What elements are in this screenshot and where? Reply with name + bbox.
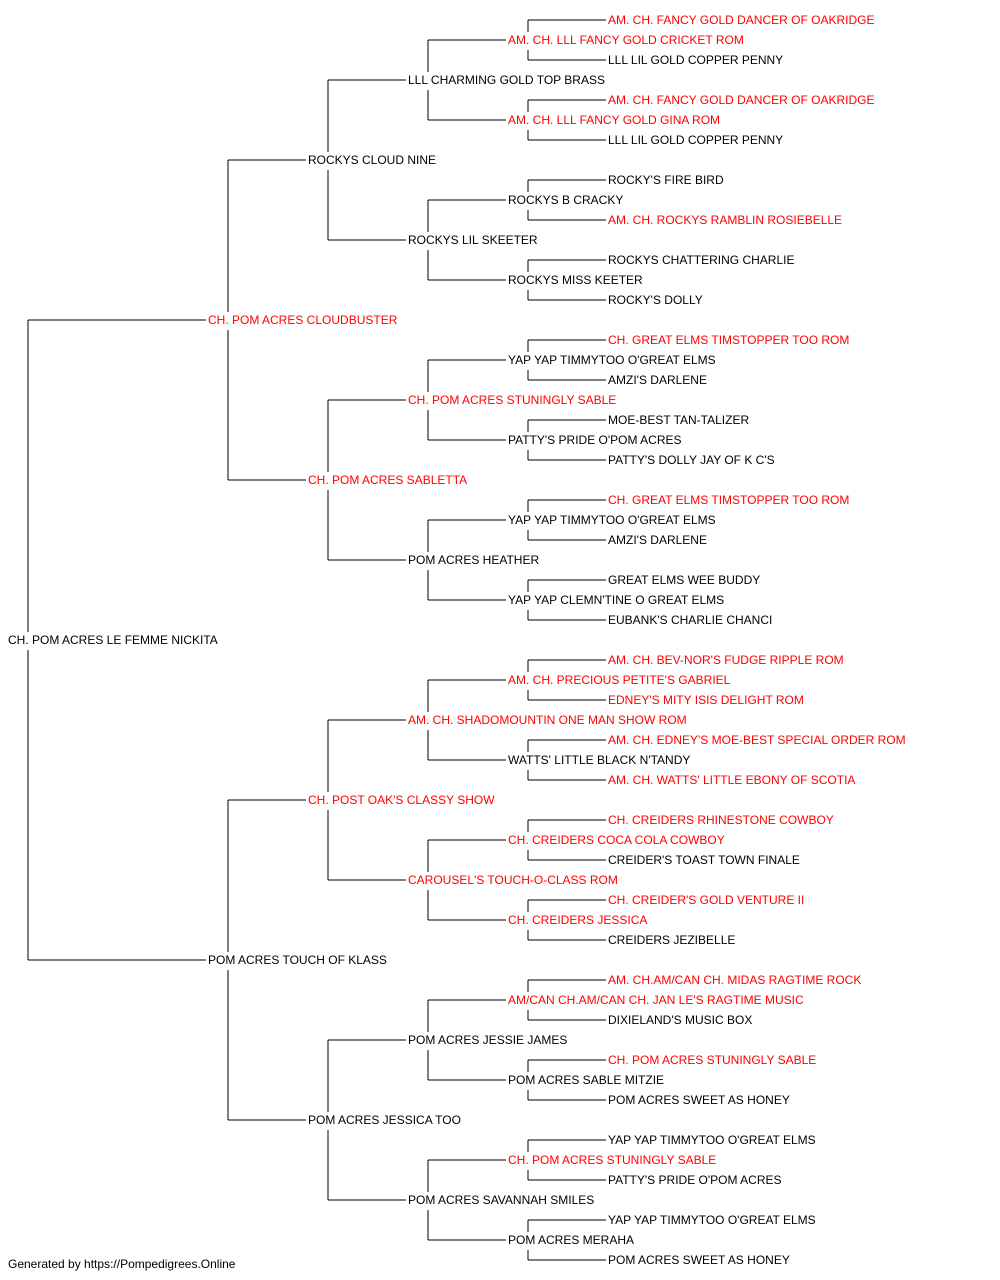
gen4-ancestor[interactable]: YAP YAP CLEMN'TINE O GREAT ELMS bbox=[508, 593, 724, 607]
gen5-ancestor[interactable]: EDNEY'S MITY ISIS DELIGHT ROM bbox=[608, 693, 804, 707]
gen4-ancestor[interactable]: ROCKYS MISS KEETER bbox=[508, 273, 643, 287]
gen5-ancestor[interactable]: CH. GREAT ELMS TIMSTOPPER TOO ROM bbox=[608, 333, 849, 347]
great-grandparent[interactable]: POM ACRES JESSIE JAMES bbox=[408, 1033, 567, 1047]
gen5-ancestor[interactable]: CREIDERS JEZIBELLE bbox=[608, 933, 735, 947]
gen4-ancestor[interactable]: YAP YAP TIMMYTOO O'GREAT ELMS bbox=[508, 353, 716, 367]
gen5-ancestor[interactable]: AM. CH. BEV-NOR'S FUDGE RIPPLE ROM bbox=[608, 653, 844, 667]
gen5-ancestor[interactable]: ROCKYS CHATTERING CHARLIE bbox=[608, 253, 794, 267]
gen5-ancestor[interactable]: CH. CREIDERS RHINESTONE COWBOY bbox=[608, 813, 834, 827]
great-grandparent[interactable]: POM ACRES SAVANNAH SMILES bbox=[408, 1193, 594, 1207]
gen5-ancestor[interactable]: POM ACRES SWEET AS HONEY bbox=[608, 1253, 790, 1267]
gen5-ancestor[interactable]: MOE-BEST TAN-TALIZER bbox=[608, 413, 749, 427]
grandparent[interactable]: CH. POST OAK'S CLASSY SHOW bbox=[308, 793, 495, 807]
gen5-ancestor[interactable]: GREAT ELMS WEE BUDDY bbox=[608, 573, 760, 587]
gen4-ancestor[interactable]: CH. POM ACRES STUNINGLY SABLE bbox=[508, 1153, 716, 1167]
gen4-ancestor[interactable]: POM ACRES MERAHA bbox=[508, 1233, 634, 1247]
pedigree-connectors bbox=[27, 19, 606, 1261]
gen5-ancestor[interactable]: DIXIELAND'S MUSIC BOX bbox=[608, 1013, 752, 1027]
gen5-ancestor[interactable]: AMZI'S DARLENE bbox=[608, 373, 707, 387]
gen4-ancestor[interactable]: AM. CH. LLL FANCY GOLD GINA ROM bbox=[508, 113, 720, 127]
gen5-ancestor[interactable]: AM. CH. FANCY GOLD DANCER OF OAKRIDGE bbox=[608, 13, 874, 27]
subject-dog[interactable]: CH. POM ACRES LE FEMME NICKITA bbox=[8, 633, 218, 647]
gen5-ancestor[interactable]: PATTY'S PRIDE O'POM ACRES bbox=[608, 1173, 782, 1187]
gen4-ancestor[interactable]: AM. CH. PRECIOUS PETITE'S GABRIEL bbox=[508, 673, 731, 687]
great-grandparent[interactable]: CAROUSEL'S TOUCH-O-CLASS ROM bbox=[408, 873, 618, 887]
gen5-ancestor[interactable]: EUBANK'S CHARLIE CHANCI bbox=[608, 613, 772, 627]
gen5-ancestor[interactable]: CH. GREAT ELMS TIMSTOPPER TOO ROM bbox=[608, 493, 849, 507]
grandparent[interactable]: CH. POM ACRES SABLETTA bbox=[308, 473, 467, 487]
gen4-ancestor[interactable]: CH. CREIDERS JESSICA bbox=[508, 913, 647, 927]
gen5-ancestor[interactable]: YAP YAP TIMMYTOO O'GREAT ELMS bbox=[608, 1133, 816, 1147]
great-grandparent[interactable]: LLL CHARMING GOLD TOP BRASS bbox=[408, 73, 605, 87]
gen4-ancestor[interactable]: AM/CAN CH.AM/CAN CH. JAN LE'S RAGTIME MU… bbox=[508, 993, 804, 1007]
great-grandparent[interactable]: AM. CH. SHADOMOUNTIN ONE MAN SHOW ROM bbox=[408, 713, 687, 727]
gen5-ancestor[interactable]: PATTY'S DOLLY JAY OF K C'S bbox=[608, 453, 775, 467]
gen5-ancestor[interactable]: CH. POM ACRES STUNINGLY SABLE bbox=[608, 1053, 816, 1067]
gen4-ancestor[interactable]: CH. CREIDERS COCA COLA COWBOY bbox=[508, 833, 725, 847]
gen5-ancestor[interactable]: ROCKY'S FIRE BIRD bbox=[608, 173, 724, 187]
gen5-ancestor[interactable]: AMZI'S DARLENE bbox=[608, 533, 707, 547]
great-grandparent[interactable]: POM ACRES HEATHER bbox=[408, 553, 539, 567]
great-grandparent[interactable]: ROCKYS LIL SKEETER bbox=[408, 233, 538, 247]
gen4-ancestor[interactable]: ROCKYS B CRACKY bbox=[508, 193, 623, 207]
footer-credit: Generated by https://Pompedigrees.Online bbox=[8, 1257, 236, 1271]
gen5-ancestor[interactable]: YAP YAP TIMMYTOO O'GREAT ELMS bbox=[608, 1213, 816, 1227]
gen4-ancestor[interactable]: PATTY'S PRIDE O'POM ACRES bbox=[508, 433, 682, 447]
gen5-ancestor[interactable]: LLL LIL GOLD COPPER PENNY bbox=[608, 53, 783, 67]
gen5-ancestor[interactable]: ROCKY'S DOLLY bbox=[608, 293, 703, 307]
grandparent[interactable]: POM ACRES JESSICA TOO bbox=[308, 1113, 461, 1127]
sire[interactable]: CH. POM ACRES CLOUDBUSTER bbox=[208, 313, 398, 327]
grandparent[interactable]: ROCKYS CLOUD NINE bbox=[308, 153, 436, 167]
gen5-ancestor[interactable]: CH. CREIDER'S GOLD VENTURE II bbox=[608, 893, 804, 907]
gen4-ancestor[interactable]: YAP YAP TIMMYTOO O'GREAT ELMS bbox=[508, 513, 716, 527]
gen5-ancestor[interactable]: POM ACRES SWEET AS HONEY bbox=[608, 1093, 790, 1107]
gen4-ancestor[interactable]: WATTS' LITTLE BLACK N'TANDY bbox=[508, 753, 690, 767]
gen4-ancestor[interactable]: AM. CH. LLL FANCY GOLD CRICKET ROM bbox=[508, 33, 744, 47]
gen5-ancestor[interactable]: AM. CH. FANCY GOLD DANCER OF OAKRIDGE bbox=[608, 93, 874, 107]
gen5-ancestor[interactable]: CREIDER'S TOAST TOWN FINALE bbox=[608, 853, 800, 867]
gen5-ancestor[interactable]: AM. CH. EDNEY'S MOE-BEST SPECIAL ORDER R… bbox=[608, 733, 906, 747]
gen5-ancestor[interactable]: AM. CH. ROCKYS RAMBLIN ROSIEBELLE bbox=[608, 213, 842, 227]
dam[interactable]: POM ACRES TOUCH OF KLASS bbox=[208, 953, 387, 967]
gen5-ancestor[interactable]: AM. CH. WATTS' LITTLE EBONY OF SCOTIA bbox=[608, 773, 855, 787]
great-grandparent[interactable]: CH. POM ACRES STUNINGLY SABLE bbox=[408, 393, 616, 407]
gen4-ancestor[interactable]: POM ACRES SABLE MITZIE bbox=[508, 1073, 664, 1087]
gen5-ancestor[interactable]: LLL LIL GOLD COPPER PENNY bbox=[608, 133, 783, 147]
pedigree-labels: CH. POM ACRES LE FEMME NICKITA CH. POM AC… bbox=[8, 13, 906, 1267]
gen5-ancestor[interactable]: AM. CH.AM/CAN CH. MIDAS RAGTIME ROCK bbox=[608, 973, 861, 987]
